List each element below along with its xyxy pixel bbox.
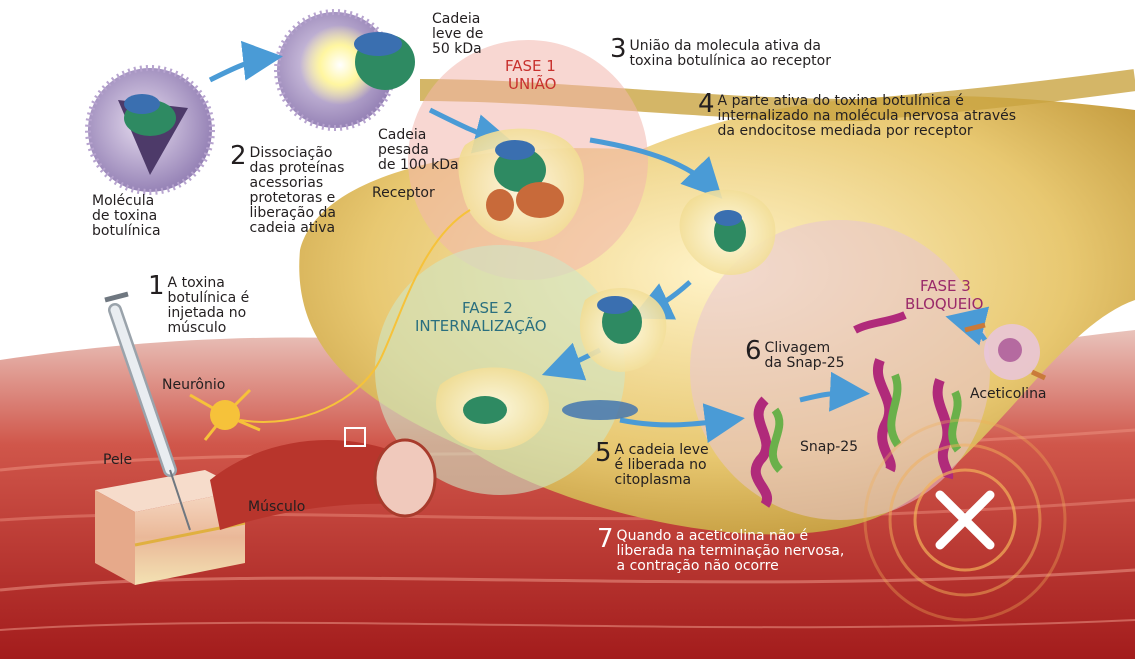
step-5-text: A cadeia leve é liberada no citoplasma bbox=[615, 440, 709, 488]
step-7: 7 Quando a aceticolina não é liberada na… bbox=[597, 526, 844, 574]
molecule-label: Molécula de toxina botulínica bbox=[92, 194, 161, 239]
step-6-number: 6 bbox=[745, 338, 762, 364]
step-1-number: 1 bbox=[148, 273, 165, 299]
phase2-name: INTERNALIZAÇÃO bbox=[415, 318, 547, 334]
dissociating-molecule bbox=[277, 12, 415, 128]
muscle-label: Músculo bbox=[248, 500, 305, 515]
step-2-number: 2 bbox=[230, 143, 247, 169]
step-7-text: Quando a aceticolina não é liberada na t… bbox=[617, 526, 845, 574]
step-4-number: 4 bbox=[698, 91, 715, 117]
phase1-name: UNIÃO bbox=[508, 76, 556, 92]
step-5-number: 5 bbox=[595, 440, 612, 466]
step-4-text: A parte ativa do toxina botulínica é int… bbox=[718, 91, 1017, 139]
receptor-label: Receptor bbox=[372, 186, 435, 201]
phase3-name: BLOQUEIO bbox=[905, 296, 983, 312]
step-1-text: A toxina botulínica é injetada no múscul… bbox=[168, 273, 250, 336]
step-5: 5 A cadeia leve é liberada no citoplasma bbox=[595, 440, 709, 488]
toxin-molecule bbox=[88, 68, 212, 192]
step-4: 4 A parte ativa do toxina botulínica é i… bbox=[698, 91, 1016, 139]
heavy-chain-label: Cadeia pesada de 100 kDa bbox=[378, 128, 459, 173]
neuron-label: Neurônio bbox=[162, 378, 225, 393]
step-2: 2 Dissociação das proteínas acessorias p… bbox=[230, 143, 344, 236]
step-3-text: União da molecula ativa da toxina botulí… bbox=[630, 36, 831, 69]
step-1: 1 A toxina botulínica é injetada no músc… bbox=[148, 273, 249, 336]
step-2-text: Dissociação das proteínas acessorias pro… bbox=[250, 143, 345, 236]
acetylcholine-label: Aceticolina bbox=[970, 387, 1047, 402]
skin-label: Pele bbox=[103, 453, 132, 468]
step-3-number: 3 bbox=[610, 36, 627, 62]
step-6-text: Clivagem da Snap-25 bbox=[765, 338, 845, 371]
step-7-number: 7 bbox=[597, 526, 614, 552]
phase1-title: FASE 1 bbox=[505, 58, 556, 74]
snap25-label: Snap-25 bbox=[800, 440, 858, 455]
step-3: 3 União da molecula ativa da toxina botu… bbox=[610, 36, 831, 69]
phase3-title: FASE 3 bbox=[920, 278, 971, 294]
step-6: 6 Clivagem da Snap-25 bbox=[745, 338, 845, 371]
phase2-title: FASE 2 bbox=[462, 300, 513, 316]
light-chain-label: Cadeia leve de 50 kDa bbox=[432, 12, 483, 57]
